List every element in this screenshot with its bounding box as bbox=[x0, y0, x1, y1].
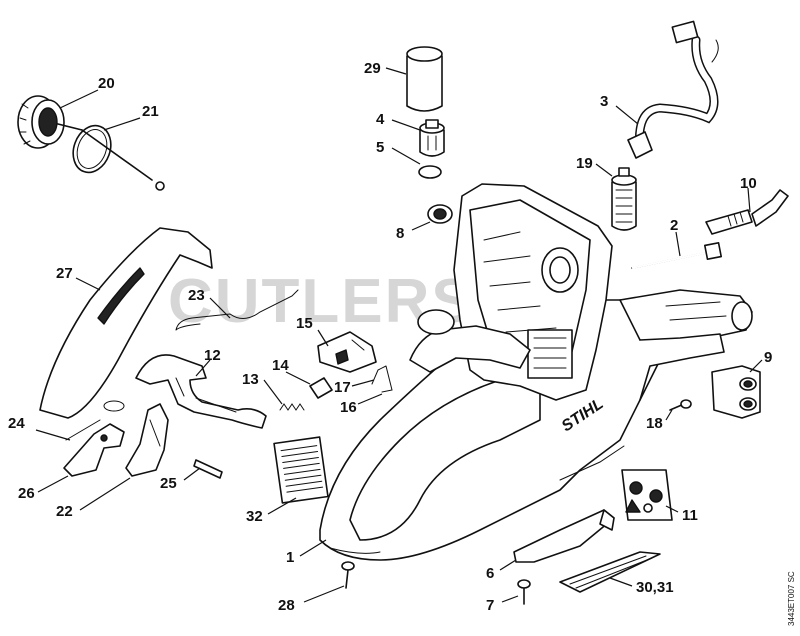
part-29-filter bbox=[406, 46, 443, 112]
callout-20: 20 bbox=[98, 75, 115, 92]
callout-14: 14 bbox=[272, 357, 289, 374]
callout-4: 4 bbox=[376, 111, 385, 128]
callout-3: 3 bbox=[600, 93, 608, 110]
part-23-wire-clip bbox=[175, 289, 299, 331]
drawing-code: 3443ET007 SC bbox=[787, 571, 796, 626]
part-5-ring bbox=[418, 165, 442, 179]
part-15-bracket bbox=[317, 331, 377, 373]
callout-5: 5 bbox=[376, 139, 384, 156]
callout-32: 32 bbox=[246, 508, 263, 525]
callout-15: 15 bbox=[296, 315, 313, 332]
callout-29: 29 bbox=[364, 60, 381, 77]
callout-25: 25 bbox=[160, 475, 177, 492]
callout-26: 26 bbox=[18, 485, 35, 502]
part-6-bottom-plate bbox=[513, 509, 615, 563]
callout-22: 22 bbox=[56, 503, 73, 520]
callout-28: 28 bbox=[278, 597, 295, 614]
part-26-lever bbox=[63, 423, 125, 477]
part-11-sticker bbox=[621, 469, 673, 521]
part-14-block bbox=[309, 377, 333, 399]
part-28-screw bbox=[341, 561, 355, 589]
part-8-grommet bbox=[427, 204, 453, 224]
callout-6: 6 bbox=[486, 565, 494, 582]
part-20-tank-cap bbox=[17, 95, 83, 149]
part-1-main-housing: STIHL bbox=[319, 183, 753, 561]
part-2-bolt bbox=[631, 241, 723, 269]
callout-1: 1 bbox=[286, 549, 294, 566]
part-30-31-plate bbox=[559, 551, 661, 593]
part-10-hose bbox=[705, 189, 789, 235]
callout-9: 9 bbox=[764, 349, 772, 366]
part-24-spring bbox=[103, 400, 125, 412]
part-9-mounts bbox=[711, 365, 761, 419]
callout-12: 12 bbox=[204, 347, 221, 364]
callout-17: 17 bbox=[334, 379, 351, 396]
leader-lines bbox=[35, 67, 763, 603]
part-12-throttle bbox=[135, 354, 267, 429]
callout-30-31: 30,31 bbox=[636, 579, 674, 596]
part-4-pickup bbox=[419, 119, 445, 157]
callout-27: 27 bbox=[56, 265, 73, 282]
callout-2: 2 bbox=[670, 217, 678, 234]
part-16-17-clip bbox=[371, 365, 393, 393]
callout-18: 18 bbox=[646, 415, 663, 432]
callout-10: 10 bbox=[740, 175, 757, 192]
part-27-handle-guard bbox=[39, 227, 213, 419]
callout-21: 21 bbox=[142, 103, 159, 120]
part-21-ring-strap bbox=[72, 124, 165, 191]
part-24-pin bbox=[65, 419, 101, 441]
part-7-screw bbox=[517, 579, 531, 605]
part-19-fuel-filter bbox=[611, 167, 637, 231]
part-25-pin bbox=[193, 459, 223, 479]
part-3-fuel-hose bbox=[627, 20, 719, 159]
callout-19: 19 bbox=[576, 155, 593, 172]
callout-11: 11 bbox=[682, 507, 698, 524]
callout-8: 8 bbox=[396, 225, 404, 242]
callout-24: 24 bbox=[8, 415, 25, 432]
callout-16: 16 bbox=[340, 399, 357, 416]
callout-23: 23 bbox=[188, 287, 205, 304]
callout-7: 7 bbox=[486, 597, 494, 614]
part-32-label bbox=[273, 436, 329, 504]
callout-13: 13 bbox=[242, 371, 259, 388]
part-13-spring bbox=[279, 403, 305, 411]
callout-labels: 20 21 29 4 5 3 19 10 2 8 27 23 12 15 14 … bbox=[8, 60, 772, 614]
part-18-screw bbox=[669, 399, 692, 411]
part-22-lockout bbox=[125, 403, 169, 477]
